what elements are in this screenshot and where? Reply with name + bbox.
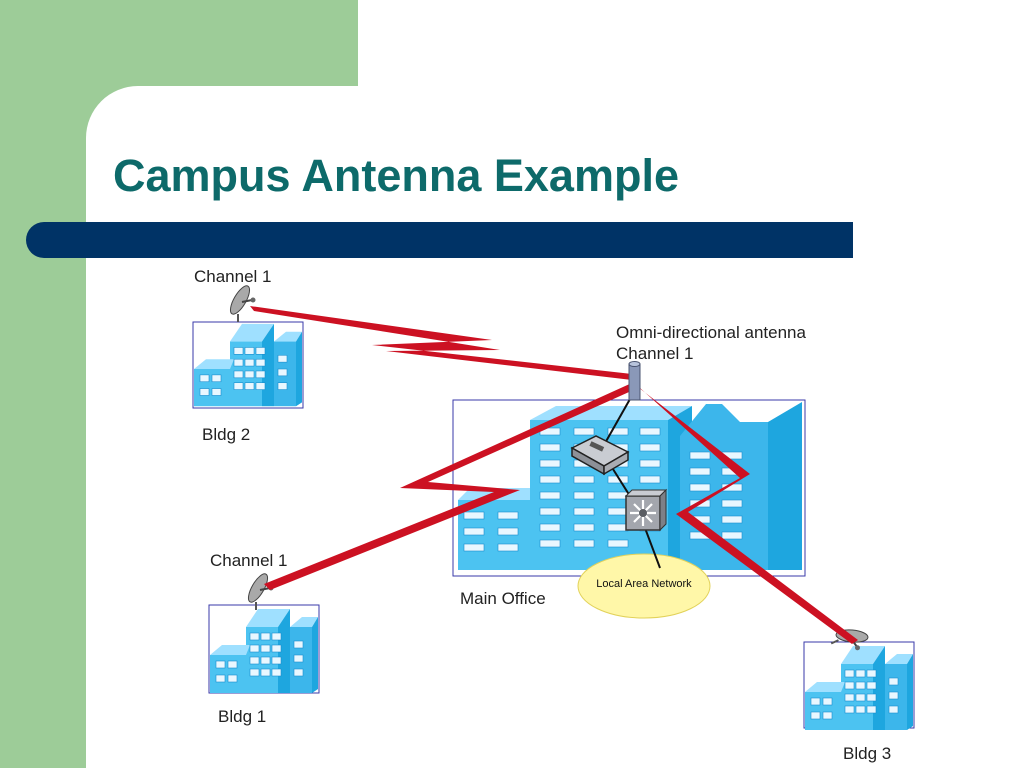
- bldg3-building-icon: [803, 641, 915, 730]
- slide-title: Campus Antenna Example: [113, 150, 679, 201]
- main-office-label: Main Office: [460, 589, 546, 608]
- bldg1-label: Bldg 1: [218, 707, 267, 726]
- bldg2-channel-label: Channel 1: [194, 267, 272, 286]
- antenna-channel-label: Channel 1: [616, 344, 694, 363]
- main-office-building-icon: [452, 399, 806, 577]
- wireless-link-bldg2: [250, 306, 632, 380]
- bldg2-dish-antenna-icon: [225, 282, 257, 323]
- lan-label: Local Area Network: [596, 578, 692, 590]
- antenna-type-label: Omni-directional antenna: [616, 323, 806, 342]
- access-point-icon: [570, 435, 630, 476]
- wireless-link-bldg1: [264, 382, 638, 590]
- bldg1-dish-antenna-icon: [243, 570, 275, 611]
- bldg1-building-icon: [208, 604, 320, 694]
- bldg2-label: Bldg 2: [202, 425, 251, 444]
- lan-ellipse: [577, 553, 711, 619]
- omni-antenna-icon: [628, 361, 641, 401]
- bldg2-building-icon: [192, 321, 304, 409]
- bldg3-label: Bldg 3: [843, 744, 892, 763]
- title-underline-bar: [26, 222, 853, 258]
- bldg1-channel-label: Channel 1: [210, 551, 288, 570]
- switch-icon: [624, 488, 668, 532]
- wireless-link-bldg3: [634, 384, 858, 644]
